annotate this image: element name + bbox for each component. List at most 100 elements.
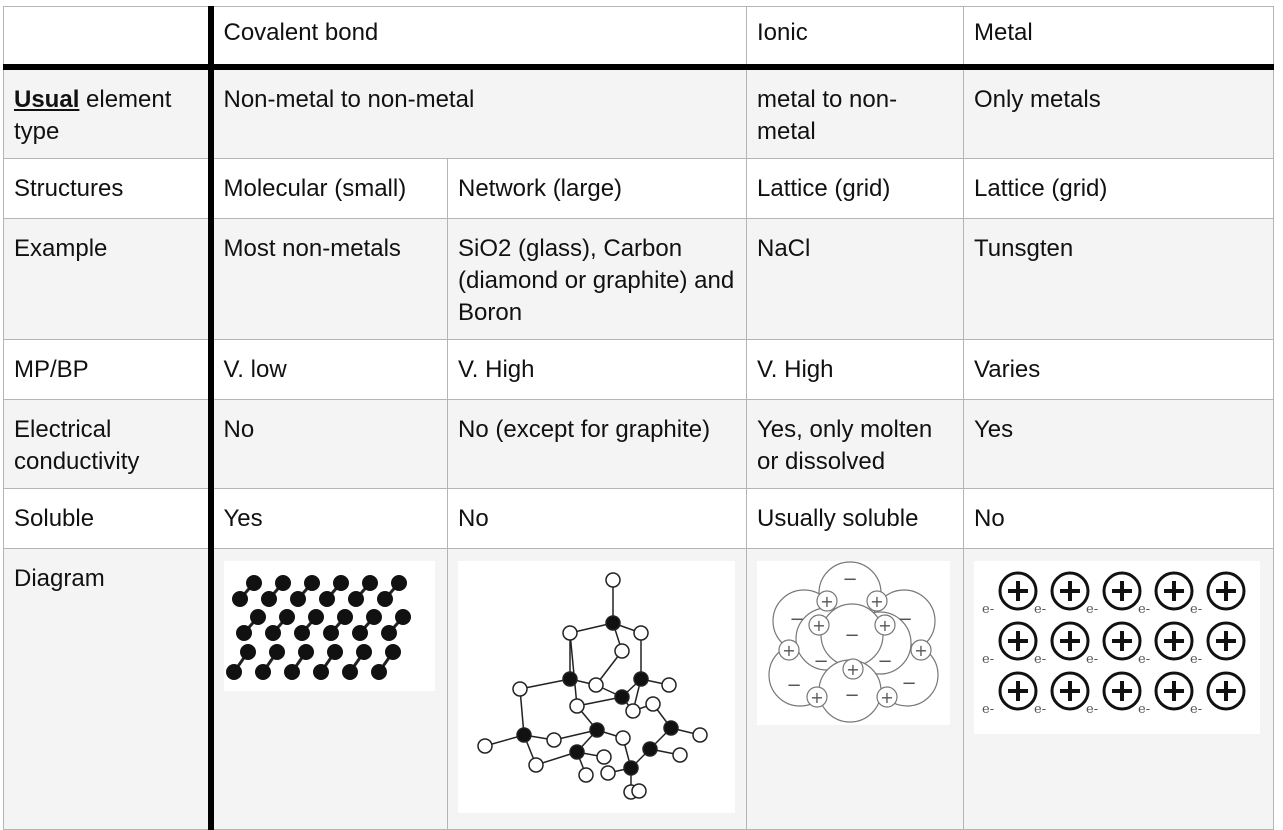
atom (278, 608, 295, 625)
minus-sign: − (842, 569, 857, 590)
atom (326, 643, 343, 660)
atom-open (600, 764, 616, 781)
mpbp-metal: Varies (963, 338, 1274, 400)
atom-open (605, 571, 621, 588)
atom (264, 624, 281, 641)
cation-circle (808, 613, 830, 636)
electron-label: e- (1190, 602, 1202, 617)
carbon-atom-filled (623, 759, 639, 776)
electron-label: e- (1138, 602, 1150, 617)
example-molecular: Most non-metals (210, 217, 448, 340)
cation-circle (876, 685, 898, 708)
soluble-molecular: Yes (210, 487, 448, 549)
carbon-atom-filled (614, 688, 630, 705)
mpbp-molecular: V. low (210, 338, 448, 400)
atom (347, 590, 364, 607)
header-metal: Metal (963, 6, 1274, 70)
plus-sign: + (914, 641, 927, 660)
atom-open (477, 737, 493, 754)
minus-sign: − (897, 609, 912, 630)
plus-sign: + (880, 688, 893, 707)
network-bond (569, 632, 578, 706)
minus-sign: − (901, 673, 916, 694)
atom (312, 663, 329, 680)
electron-label: e- (1034, 652, 1046, 667)
label-usual-bold: Usual (14, 85, 80, 113)
plus-sign: + (812, 616, 825, 635)
atom (307, 608, 324, 625)
plus-sign: + (810, 688, 823, 707)
atom-open (512, 680, 528, 697)
mpbp-network: V. High (447, 338, 747, 400)
atom-open (672, 746, 688, 763)
row-mp-bp: MP/BP V. low V. High V. High Varies (3, 338, 1274, 400)
ionic-lattice-diagram: −−−−−−−−−+++++++++ (757, 560, 950, 725)
atom (297, 643, 314, 660)
row-diagram: Diagram −−−−−−−−−+++++++++ e-e-e-e-e-e-e… (3, 547, 1274, 830)
electron-label: e- (1086, 602, 1098, 617)
structures-network: Network (large) (447, 157, 747, 219)
carbon-atom-filled (589, 721, 605, 738)
header-corner-cell (3, 6, 214, 70)
atom-open (528, 756, 544, 773)
atom (274, 574, 291, 591)
electron-label: e- (1190, 702, 1202, 717)
minus-sign: − (813, 651, 828, 672)
atom-open (633, 624, 649, 641)
cation-circle (910, 638, 932, 661)
diagram-metal-cell: e-e-e-e-e-e-e-e-e-e-e-e-e-e-e- (963, 547, 1274, 830)
label-mp-bp: MP/BP (3, 338, 214, 400)
electrical-metal: Yes (963, 398, 1274, 489)
cation-circle (806, 685, 828, 708)
cation-circle (816, 589, 838, 612)
atom (341, 663, 358, 680)
minus-sign: − (789, 609, 804, 630)
electron-label: e- (1034, 602, 1046, 617)
carbon-atom-filled (642, 740, 658, 757)
carbon-atom-filled (562, 670, 578, 687)
diagram-network-cell (447, 547, 747, 830)
header-ionic: Ionic (746, 6, 964, 70)
label-example: Example (3, 217, 214, 340)
electron-label: e- (1138, 702, 1150, 717)
atom (260, 590, 277, 607)
soluble-metal: No (963, 487, 1274, 549)
network-structure-svg (477, 571, 708, 800)
example-network: SiO2 (glass), Carbon (diamond or graphit… (447, 217, 747, 340)
structures-molecular: Molecular (small) (210, 157, 448, 219)
cation-circle (778, 638, 800, 661)
mpbp-ionic: V. High (746, 338, 964, 400)
example-ionic: NaCl (746, 217, 964, 340)
atom-open (588, 676, 604, 693)
atom (384, 643, 401, 660)
atom (249, 608, 266, 625)
label-electrical-conductivity: Electrical conductivity (3, 398, 214, 489)
minus-sign: − (844, 625, 859, 646)
atom (231, 590, 248, 607)
header-row: Covalent bond Ionic Metal (3, 6, 1274, 70)
row-structures: Structures Molecular (small) Network (la… (3, 157, 1274, 219)
atom (318, 590, 335, 607)
label-usual-element-type: Usual element type (3, 66, 214, 159)
molecular-structure-svg (225, 574, 411, 680)
minus-sign: − (844, 685, 859, 706)
atom (361, 574, 378, 591)
minus-sign: − (877, 651, 892, 672)
carbon-atom-filled (663, 719, 679, 736)
electron-label: e- (982, 702, 994, 717)
usual-covalent: Non-metal to non-metal (210, 66, 747, 159)
atom (370, 663, 387, 680)
plus-sign: + (782, 641, 795, 660)
atom-open (625, 702, 641, 719)
atom (293, 624, 310, 641)
cation-circle (842, 657, 864, 680)
electrical-network: No (except for graphite) (447, 398, 747, 489)
carbon-atom-filled (569, 743, 585, 760)
atom (351, 624, 368, 641)
bonding-comparison-table: Covalent bond Ionic Metal Usual element … (3, 6, 1274, 830)
electron-label: e- (1138, 652, 1150, 667)
diagram-ionic-cell: −−−−−−−−−+++++++++ (746, 547, 964, 830)
plus-sign: + (846, 660, 859, 679)
row-example: Example Most non-metals SiO2 (glass), Ca… (3, 217, 1274, 340)
atom (322, 624, 339, 641)
